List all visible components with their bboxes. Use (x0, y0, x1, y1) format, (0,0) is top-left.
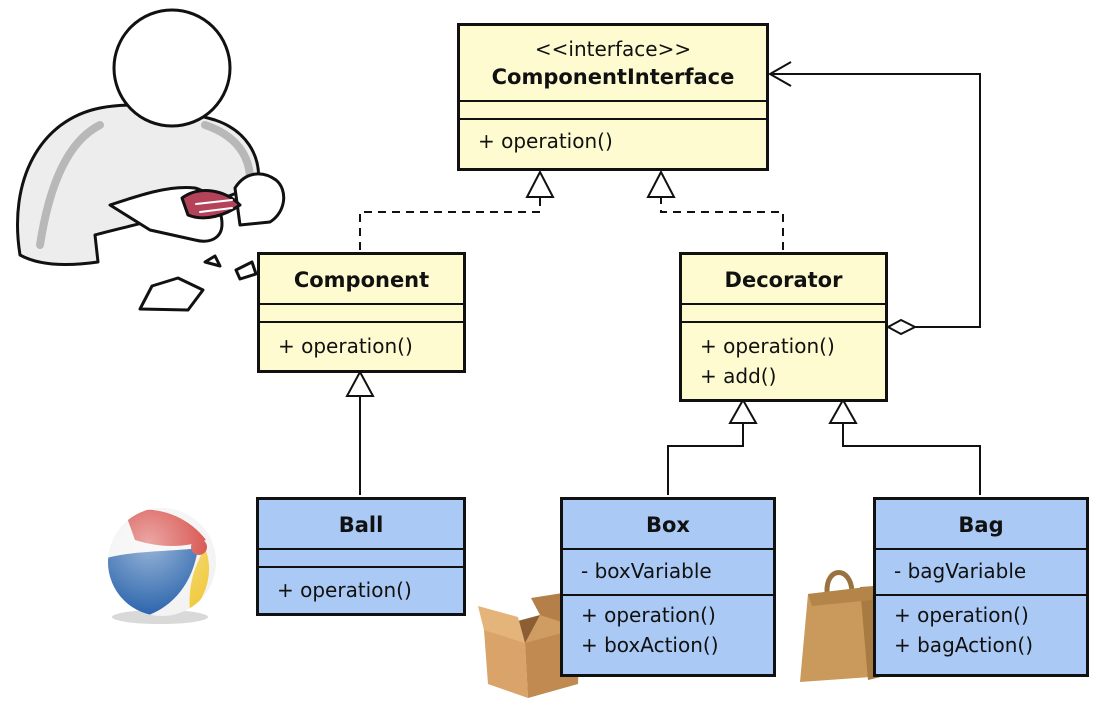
methods-compartment: + operation() (260, 321, 463, 361)
realization-arrowhead-left (525, 169, 555, 198)
method: + operation() (277, 578, 412, 602)
inheritance-arrowhead-bag (828, 397, 858, 424)
class-ball: Ball + operation() (256, 497, 466, 616)
class-component-interface: <<interface>> ComponentInterface + opera… (457, 23, 769, 171)
realization-arrowhead-right (646, 169, 676, 198)
method: + operation() (700, 334, 835, 358)
class-name: Ball (338, 513, 384, 537)
inheritance-bag (842, 423, 981, 495)
attributes-compartment (260, 303, 463, 321)
methods-compartment: + operation() + boxAction() (563, 594, 773, 660)
class-name: Box (646, 513, 690, 537)
method: + operation() (278, 334, 413, 358)
method: + bagAction() (894, 633, 1034, 657)
attributes-compartment (682, 303, 885, 321)
class-component: Component + operation() (257, 252, 466, 373)
class-name: Bag (958, 513, 1004, 537)
stereotype-label: <<interface>> (534, 37, 692, 61)
inheritance-box (667, 423, 744, 495)
attributes-compartment (259, 548, 463, 566)
realization-component (359, 197, 541, 250)
attribute: - bagVariable (894, 559, 1027, 583)
method: + operation() (478, 129, 613, 153)
inheritance-arrowhead-ball (345, 369, 375, 397)
methods-compartment: + operation() + add() (682, 321, 885, 391)
method: + operation() (894, 603, 1029, 627)
method: + operation() (581, 603, 716, 627)
class-name: Component (293, 268, 430, 292)
aggregation-diamond (885, 318, 918, 336)
methods-compartment: + operation() (259, 566, 463, 605)
methods-compartment: + operation() + bagAction() (876, 594, 1086, 660)
attribute: - boxVariable (581, 559, 712, 583)
class-bag: Bag - bagVariable + operation() + bagAct… (873, 497, 1089, 677)
class-name: ComponentInterface (491, 65, 735, 89)
method: + add() (700, 364, 777, 388)
class-decorator: Decorator + operation() + add() (679, 252, 888, 402)
realization-decorator (660, 197, 784, 250)
attributes-compartment: - bagVariable (876, 548, 1086, 594)
aggregation-line (770, 73, 981, 328)
aggregation-open-arrow (767, 61, 792, 87)
inheritance-arrowhead-box (728, 397, 758, 424)
attributes-compartment (460, 100, 766, 118)
method: + boxAction() (581, 633, 719, 657)
methods-compartment: + operation() (460, 118, 766, 156)
class-box: Box - boxVariable + operation() + boxAct… (560, 497, 776, 677)
attributes-compartment: - boxVariable (563, 548, 773, 594)
class-name: Decorator (724, 268, 843, 292)
